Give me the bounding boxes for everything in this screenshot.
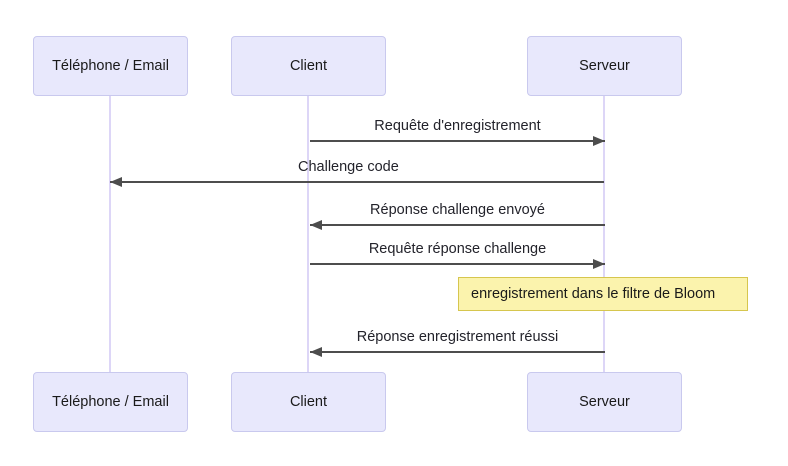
participant-box-phone-bottom[interactable]: Téléphone / Email [33,372,188,432]
message-label-m4: Requête réponse challenge [368,240,547,257]
participant-label-phone: Téléphone / Email [52,57,169,74]
message-line-m2 [110,181,604,183]
message-label-m5: Réponse enregistrement réussi [356,328,559,345]
participant-label-server: Serveur [579,57,630,74]
message-label-m1: Requête d'enregistrement [374,117,541,134]
participant-box-client-bottom[interactable]: Client [231,372,386,432]
participant-label-server: Serveur [579,393,630,410]
message-label-m3: Réponse challenge envoyé [370,201,545,218]
participant-box-server-bottom[interactable]: Serveur [527,372,682,432]
lifeline-phone [109,96,111,372]
arrowhead-left-icon [110,177,122,187]
message-line-m3 [310,224,605,226]
message-line-m1 [310,140,605,142]
participant-box-phone-top[interactable]: Téléphone / Email [33,36,188,96]
participant-label-phone: Téléphone / Email [52,393,169,410]
note-n1[interactable]: enregistrement dans le filtre de Bloom [458,277,748,311]
participant-label-client: Client [289,393,328,410]
note-text-n1: enregistrement dans le filtre de Bloom [471,285,716,302]
participant-box-client-top[interactable]: Client [231,36,386,96]
participant-box-server-top[interactable]: Serveur [527,36,682,96]
message-line-m4 [310,263,605,265]
message-line-m5 [310,351,605,353]
participant-label-client: Client [289,57,328,74]
lifeline-client [307,96,309,372]
arrowhead-right-icon [593,259,605,269]
arrowhead-left-icon [310,347,322,357]
arrowhead-right-icon [593,136,605,146]
arrowhead-left-icon [310,220,322,230]
lifeline-server [603,96,605,372]
message-label-m2: Challenge code [298,158,399,175]
